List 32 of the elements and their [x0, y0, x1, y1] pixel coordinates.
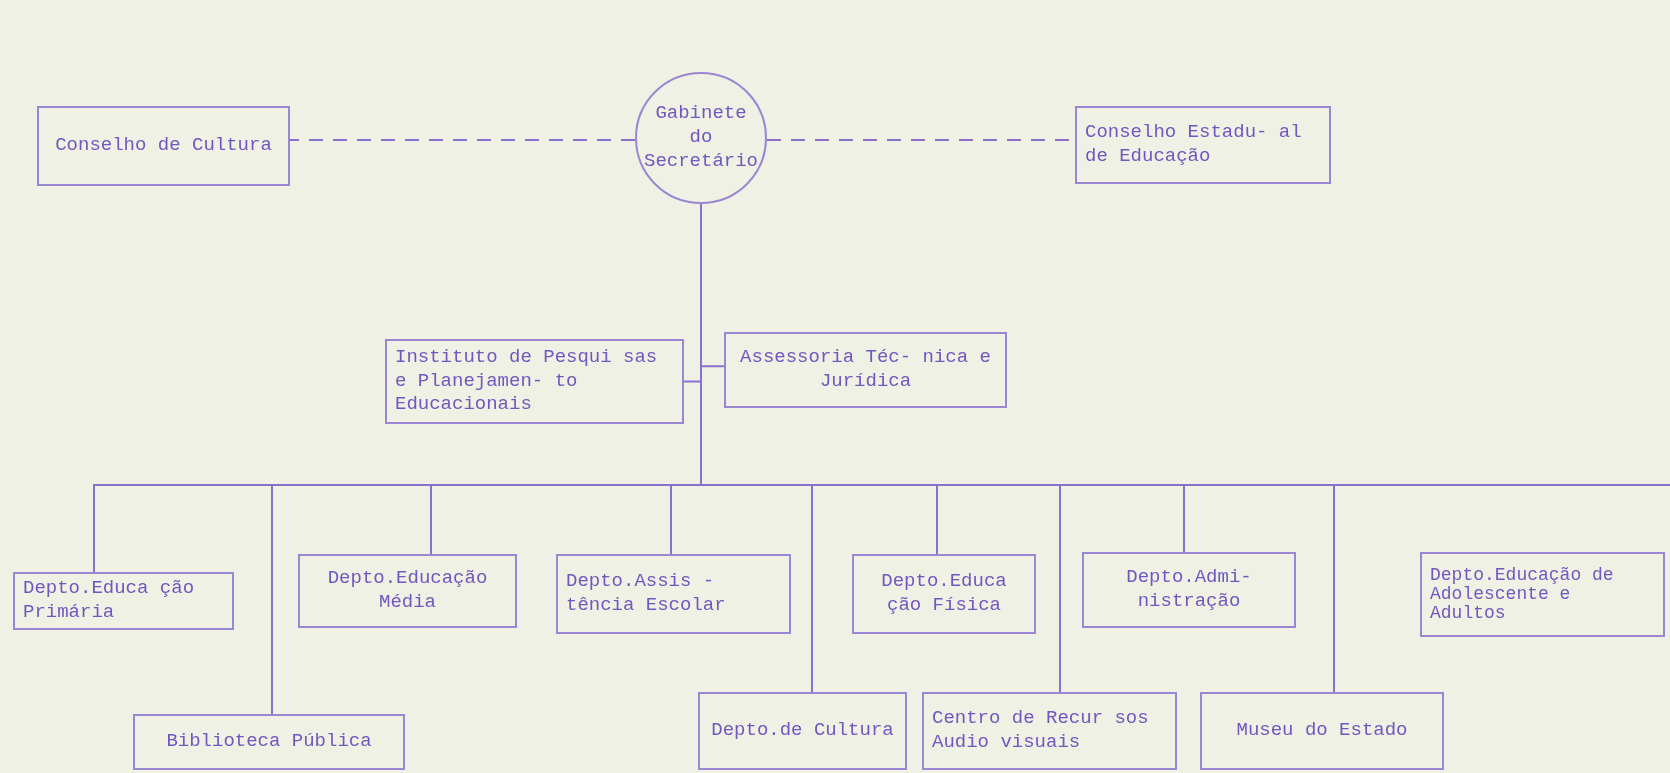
node-label: Depto.de Cultura: [711, 719, 894, 743]
department-box: [922, 692, 1177, 770]
department-box: [37, 106, 290, 186]
node-label: Depto.Educação de Adolescente e Adultos: [1430, 566, 1615, 623]
node-label: Gabinete do Secretário: [644, 102, 758, 174]
department-box: [698, 692, 907, 770]
node-label: Instituto de Pesqui sas e Planejamen- to Educacionais: [395, 345, 659, 418]
department-box: [385, 339, 684, 424]
department-box: [1075, 106, 1331, 184]
office-circle: [635, 72, 767, 204]
department-box: [1200, 692, 1444, 770]
dashed-connector: [289, 139, 637, 141]
department-box: [1420, 552, 1665, 637]
node-label: Depto.Admi- nistração: [1125, 566, 1253, 614]
department-box: [852, 554, 1036, 634]
node-label: Conselho de Cultura: [55, 134, 272, 158]
department-box: [13, 572, 234, 630]
department-box: [1082, 552, 1296, 628]
department-box: [298, 554, 517, 628]
department-box: [724, 332, 1007, 408]
department-box: [556, 554, 791, 634]
node-label: Depto.Educa ção Física: [880, 570, 1008, 618]
node-label: Centro de Recur sos Audio visuais: [932, 707, 1150, 755]
node-label: Depto.Educação Média: [326, 567, 489, 615]
connector-line: [700, 203, 1335, 693]
node-label: Biblioteca Pública: [166, 730, 372, 754]
node-label: Depto.Educa ção Primária: [23, 577, 196, 625]
department-box: [133, 714, 405, 770]
node-label: Assessoria Téc- nica e Jurídica: [739, 346, 992, 394]
node-label: Conselho Estadu- al de Educação: [1085, 121, 1303, 169]
node-label: Depto.Assis - tência Escolar: [566, 570, 727, 618]
node-label: Museu do Estado: [1236, 719, 1408, 743]
